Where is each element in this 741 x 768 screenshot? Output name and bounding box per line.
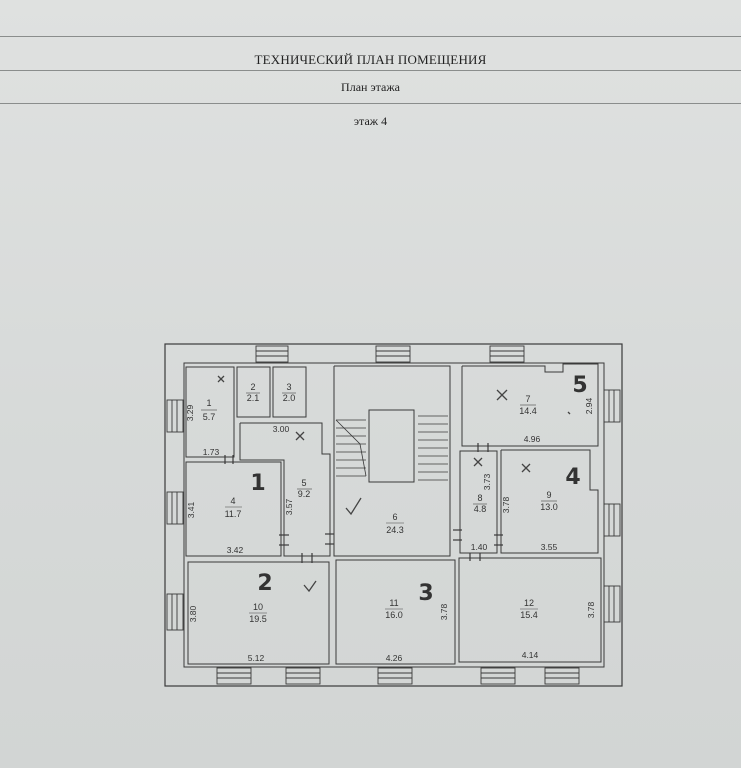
floor-label: этаж 4 (353, 114, 388, 128)
room-4-number: 4 (230, 496, 235, 506)
dim-room-7-width: 4.96 (524, 434, 541, 444)
room-10-outline (187, 561, 330, 665)
room-12-number: 12 (524, 598, 534, 608)
dim-room-10-width: 5.12 (248, 653, 265, 663)
stair-well (368, 409, 415, 483)
dim-room-11-width: 4.26 (386, 653, 403, 663)
dim-room-8-width: 1.40 (471, 542, 488, 552)
room-7-outline (461, 363, 599, 447)
room-9-area: 13.0 (540, 502, 558, 512)
room-5-area: 9.2 (298, 489, 311, 499)
room-10-number: 10 (253, 602, 263, 612)
handwritten-mark-5: 5 (572, 373, 587, 398)
top-rule (0, 36, 741, 37)
dim-room-9-width: 3.55 (541, 542, 558, 552)
title-rule (0, 70, 741, 71)
dim-room-10-height: 3.80 (188, 605, 198, 622)
room-1-number: 1 (206, 398, 211, 408)
room-6-number: 6 (392, 512, 397, 522)
handwritten-mark-1: 1 (250, 471, 265, 496)
room-6-area: 24.3 (386, 525, 404, 535)
room-12-outline (458, 557, 602, 663)
dim-room-1-height: 3.29 (185, 404, 195, 421)
dim-room-7-height: 2.94 (584, 397, 594, 414)
room-3-outline (272, 366, 307, 418)
windows (166, 345, 621, 685)
handwritten-ticks (217, 375, 571, 593)
room-11-number: 11 (389, 598, 398, 608)
dim-room-5-width: 3.00 (273, 424, 290, 434)
dim-room-4-height: 3.41 (186, 501, 196, 518)
dim-room-12-height: 3.78 (586, 601, 596, 618)
room-3-area: 2.0 (283, 393, 296, 403)
staircase (335, 415, 448, 481)
dim-room-9-height: 3.78 (501, 496, 511, 513)
room-9-outline (500, 449, 599, 554)
room-2-area: 2.1 (247, 393, 260, 403)
outer-wall (164, 343, 623, 687)
dim-room-11-height: 3.78 (439, 603, 449, 620)
room-2-outline (236, 366, 271, 418)
room-11-area: 16.0 (385, 610, 403, 620)
handwritten-mark-4: 4 (565, 465, 580, 490)
dim-room-8-height: 3.73 (482, 473, 492, 490)
handwritten-mark-3: 3 (418, 581, 433, 606)
subtitle-rule (0, 103, 741, 104)
room-8-area: 4.8 (474, 504, 487, 514)
room-9-number: 9 (546, 490, 551, 500)
room-7-area: 14.4 (519, 406, 537, 416)
handwritten-mark-2: 2 (257, 571, 272, 596)
dim-room-1-width: 1.73 (203, 447, 220, 457)
room-8-number: 8 (477, 493, 482, 503)
dim-room-4-width: 3.42 (227, 545, 244, 555)
room-3-number: 3 (286, 382, 291, 392)
room-4-area: 11.7 (225, 509, 242, 519)
document-title: ТЕХНИЧЕСКИЙ ПЛАН ПОМЕЩЕНИЯ (254, 52, 487, 67)
room-10-area: 19.5 (249, 614, 267, 624)
room-2-number: 2 (250, 382, 255, 392)
room-11-outline (335, 559, 456, 665)
room-5-outline (239, 422, 331, 557)
room-1-outline (185, 366, 235, 458)
room-7-number: 7 (525, 394, 530, 404)
dim-room-5-height: 3.57 (284, 498, 294, 515)
document-subtitle: План этажа (341, 80, 400, 94)
room-6-outline (333, 365, 451, 557)
door-marks (224, 443, 503, 563)
room-1-area: 5.7 (203, 412, 216, 422)
room-12-area: 15.4 (520, 610, 538, 620)
room-5-number: 5 (301, 478, 306, 488)
dim-room-12-width: 4.14 (522, 650, 539, 660)
